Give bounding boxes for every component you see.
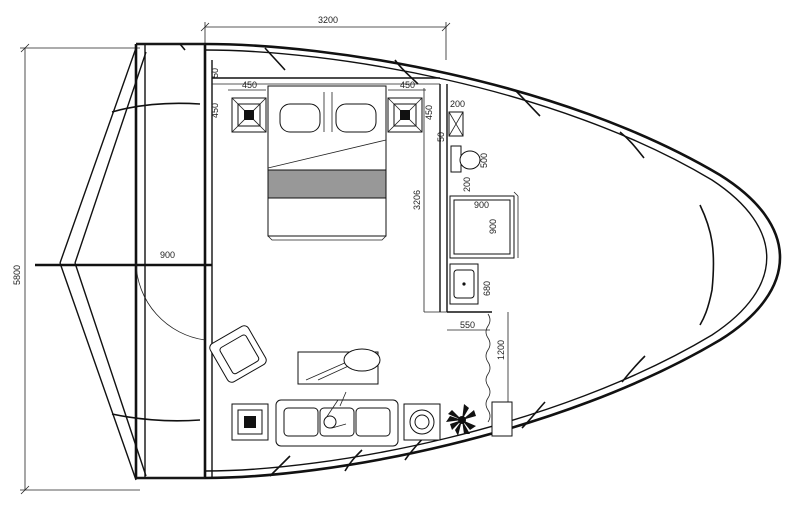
toilet-depth-label: 500 (479, 153, 489, 168)
partition-length-label: 1200 (496, 340, 506, 360)
bedroom-wall: 50 450 450 450 450 50 3206 (210, 68, 446, 312)
shower-width-label: 900 (474, 200, 489, 210)
bathroom-partition (424, 84, 492, 313)
entrance-canopy: 900 (35, 47, 212, 481)
wall-gap-right-label: 50 (436, 132, 446, 142)
shower-tray-icon: 900 900 (449, 191, 519, 259)
toilet-gap-label: 200 (462, 177, 472, 192)
nightstand-right (387, 97, 423, 133)
sink-depth-label: 680 (482, 281, 492, 296)
bedroom-depth-label: 3206 (412, 190, 422, 210)
nightstand-left-width-label: 450 (242, 80, 257, 90)
sofa-icon (275, 391, 399, 447)
partition-width-label: 550 (460, 320, 475, 330)
nightstand-left-depth-label: 450 (210, 103, 220, 118)
shower-depth-label: 900 (488, 219, 498, 234)
armchair-icon (209, 325, 267, 383)
top-width-label: 3200 (318, 15, 338, 25)
left-height-label: 5800 (12, 265, 22, 285)
tent-shell (134, 42, 782, 480)
coffee-table-icon (297, 348, 381, 385)
washbasin-icon: 680 (449, 263, 492, 305)
nightstand-right-width-label: 450 (400, 80, 415, 90)
storage-cabinet: 200 (448, 99, 465, 137)
nightstand-left (231, 97, 267, 133)
top-dimension-line: 3200 (200, 15, 451, 60)
nightstand-lamp-icon (400, 110, 410, 120)
double-bed-icon (267, 85, 387, 241)
side-table-right (403, 403, 441, 441)
left-dimension-line: 5800 (12, 43, 140, 495)
nightstand-right-depth-label: 450 (424, 105, 434, 120)
entrance-radius-label: 900 (160, 250, 175, 260)
toilet-icon: 500 200 (450, 145, 489, 192)
nightstand-lamp-icon (244, 110, 254, 120)
storage-width-label: 200 (450, 99, 465, 109)
curtain-partition: 550 1200 (447, 312, 513, 437)
potted-plant-icon (446, 404, 476, 436)
wall-gap-top-label: 50 (210, 68, 220, 78)
side-table-left (231, 403, 269, 441)
